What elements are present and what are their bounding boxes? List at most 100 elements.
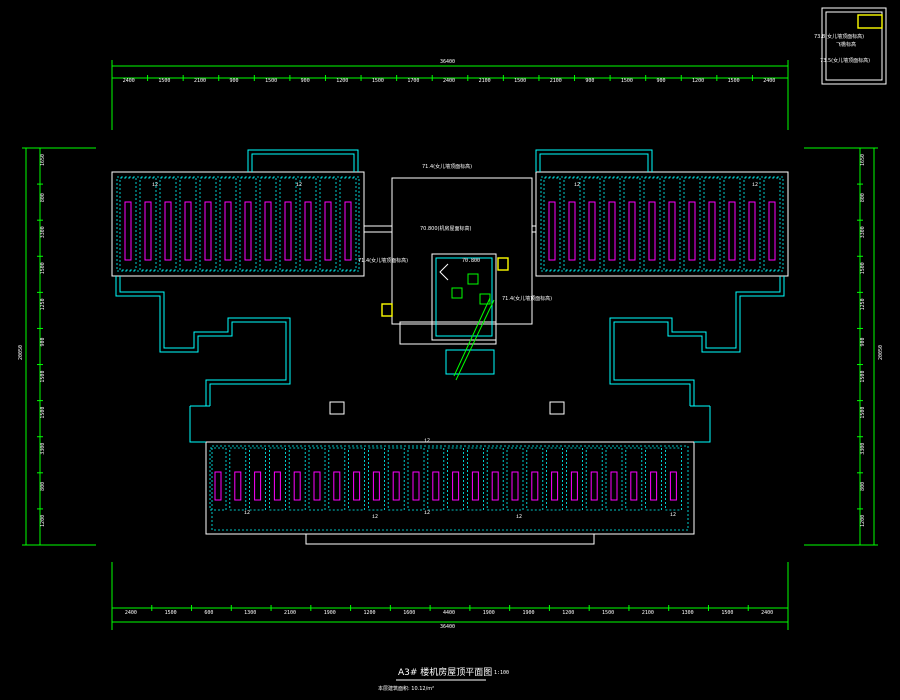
lower-panel-23: [669, 471, 677, 501]
left-upper-panel-4: [204, 201, 212, 261]
slope-mark-4: i2: [752, 182, 758, 188]
left-upper-panel-6: [244, 201, 252, 261]
lower-cell-5: [308, 447, 326, 511]
lower-cell-21: [625, 447, 643, 511]
top-segment-0: 2400: [123, 78, 135, 84]
legend-marker: [857, 14, 883, 29]
lower-cell-19: [585, 447, 603, 511]
right-upper-cell-2: [583, 177, 601, 271]
lower-cell-11: [427, 447, 445, 511]
top-segment-7: 1500: [372, 78, 384, 84]
lower-cell-6: [328, 447, 346, 511]
slope-mark-8: i2: [424, 510, 430, 516]
right-dimension: 20050 1650800330015001250900150015003300…: [804, 147, 884, 546]
left-segment-8: 3300: [40, 443, 46, 455]
left-upper-cell-6: [239, 177, 257, 271]
lower-cell-18: [566, 447, 583, 511]
lower-panel-22: [650, 471, 658, 501]
right-upper-cell-7: [683, 177, 701, 271]
left-upper-panel-9: [304, 201, 312, 261]
lower-panel-1: [234, 471, 242, 501]
right-upper-cell-3: [603, 177, 621, 271]
machine-room-note: 70.800(机房屋面标高): [420, 225, 471, 232]
lower-cell-8: [367, 447, 385, 511]
top-segment-14: 1500: [621, 78, 633, 84]
left-upper-panel-3: [184, 201, 192, 261]
right-upper-cell-1: [563, 177, 581, 271]
lower-panel-10: [412, 471, 420, 501]
lower-panel-6: [333, 471, 341, 501]
left-upper-panel-10: [324, 201, 332, 261]
lower-cell-12: [447, 447, 465, 511]
lower-cell-0: [209, 447, 227, 511]
lower-main-block: [189, 401, 711, 545]
left-segment-3: 1500: [40, 262, 46, 274]
overall-top-label: 36400: [440, 59, 455, 65]
right-upper-panel-8: [708, 201, 716, 261]
right-upper-panel-9: [728, 201, 736, 261]
top-segment-16: 1200: [692, 78, 704, 84]
right-upper-cell-6: [663, 177, 681, 271]
left-upper-panel-5: [224, 201, 232, 261]
lower-cell-10: [407, 447, 425, 511]
lower-panel-18: [570, 471, 578, 501]
left-upper-panel-1: [144, 201, 152, 261]
lower-panel-5: [313, 471, 321, 501]
lower-panel-7: [353, 471, 361, 501]
right-segment-10: 1200: [860, 515, 866, 527]
right-segment-8: 3300: [860, 443, 866, 455]
right-upper-panel-3: [608, 201, 616, 261]
right-segment-6: 1500: [860, 371, 866, 383]
right-segment-5: 900: [860, 337, 866, 346]
core-right-note: 71.4(女儿墙顶面标高): [502, 295, 552, 302]
lower-panel-3: [273, 471, 281, 501]
bottom-segment-7: 1600: [403, 610, 415, 616]
right-upper-panel-2: [588, 201, 596, 261]
top-segment-6: 1200: [336, 78, 348, 84]
lower-panel-11: [432, 471, 440, 501]
lower-cell-23: [665, 447, 682, 511]
lower-cell-22: [645, 447, 662, 511]
right-segment-0: 1650: [860, 154, 866, 166]
lower-panel-17: [551, 471, 559, 501]
left-upper-panel-11: [344, 201, 352, 261]
left-upper-cell-2: [159, 177, 177, 271]
left-upper-panel-7: [264, 201, 272, 261]
legend-inner-box: [825, 11, 883, 81]
top-segment-9: 2400: [443, 78, 455, 84]
slope-markers: i2 i2 i2 i2 i2 i2 i2 i2 i2 i2: [152, 182, 758, 520]
bottom-segment-3: 1300: [244, 610, 256, 616]
right-upper-panel-4: [628, 201, 636, 261]
lower-cell-17: [546, 447, 563, 511]
left-upper-cell-11: [339, 177, 357, 271]
right-upper-cell-4: [623, 177, 641, 271]
slope-mark-7: i2: [372, 514, 378, 520]
left-upper-panel-2: [164, 201, 172, 261]
right-segment-9: 800: [860, 482, 866, 491]
slope-mark-9: i2: [516, 514, 522, 520]
left-segment-2: 3300: [40, 226, 46, 238]
legend-line-2: 73.5(女儿墙顶面标高): [820, 57, 870, 64]
top-segment-2: 2100: [194, 78, 206, 84]
stair-roof-elevation: 70.800: [462, 258, 480, 264]
overall-right-label: 20050: [878, 345, 884, 360]
bottom-segment-8: 4400: [443, 610, 455, 616]
top-segment-10: 2100: [479, 78, 491, 84]
right-segment-2: 3300: [860, 226, 866, 238]
left-segment-0: 1650: [40, 154, 46, 166]
slope-mark-6: i2: [244, 510, 250, 516]
core-top-note: 71.4(女儿墙顶面标高): [422, 163, 472, 170]
lower-cell-2: [249, 447, 267, 511]
bottom-segment-1: 1500: [165, 610, 177, 616]
top-segment-18: 2400: [763, 78, 775, 84]
bottom-segment-6: 1200: [363, 610, 375, 616]
lower-cell-20: [605, 447, 623, 511]
left-upper-cell-9: [299, 177, 317, 271]
left-upper-wing: [111, 149, 365, 406]
top-segment-1: 1500: [158, 78, 170, 84]
bottom-segment-0: 2400: [125, 610, 137, 616]
right-segment-7: 1500: [860, 407, 866, 419]
right-upper-panel-10: [748, 201, 756, 261]
